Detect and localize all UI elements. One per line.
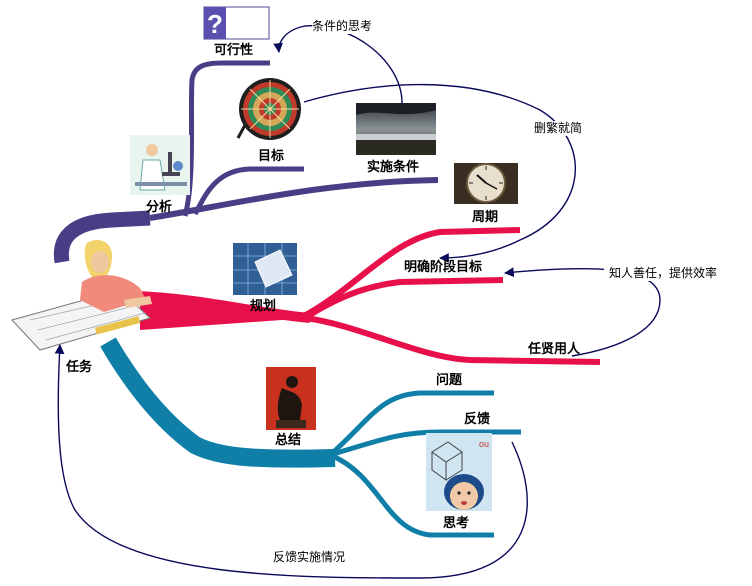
- connector-goal: [192, 166, 304, 216]
- blueprint-picture: [233, 243, 297, 295]
- relation-note-simplify: 删繁就简: [534, 121, 583, 136]
- node-problems: 问题: [436, 373, 463, 388]
- relation-note-conditions: 条件的思考: [312, 19, 373, 34]
- branch-analysis: [53, 60, 439, 264]
- relation-note-staffing: 知人善任，提供效率: [604, 266, 722, 281]
- relation-note-feedback: 反馈实施情况: [273, 550, 346, 565]
- node-conditions: 实施条件: [367, 160, 420, 175]
- connector-staffing: [304, 315, 601, 365]
- picture-caption: ou: [479, 439, 489, 449]
- connector-feedback: [329, 429, 521, 458]
- node-root: 任务: [66, 360, 93, 375]
- thinker-picture: [266, 367, 316, 430]
- dartboard-picture: [236, 78, 301, 140]
- drafting-woman-picture: [11, 240, 152, 351]
- node-planning: 规划: [250, 299, 277, 314]
- svg-text:?: ?: [207, 9, 223, 39]
- node-staffing: 任贤用人: [528, 342, 581, 357]
- clock-picture: [454, 163, 518, 204]
- relation-conditions-to-feasibility: [273, 25, 403, 104]
- question-mark-picture: ?: [203, 6, 270, 40]
- connector-conditions: [149, 177, 439, 221]
- relation-feedback-to-root: [54, 344, 528, 579]
- node-feasibility: 可行性: [214, 43, 254, 58]
- connector-problems: [328, 390, 494, 457]
- branch-planning: [134, 227, 601, 365]
- woman-thinking-picture: ou: [426, 433, 492, 511]
- relation-goal-to-stage-goal: [303, 83, 576, 263]
- connector-feasibility: [182, 60, 270, 217]
- node-analysis: 分析: [146, 200, 173, 215]
- relation-staffing-to-stage-goal: [504, 267, 661, 357]
- node-cycle: 周期: [472, 210, 499, 225]
- node-stage-goal: 明确阶段目标: [404, 260, 483, 275]
- branch-trunk-analysis: [53, 210, 151, 264]
- node-thinking: 思考: [443, 516, 470, 531]
- node-goal: 目标: [258, 149, 285, 164]
- landscape-picture: [356, 103, 436, 155]
- connector-thinking: [329, 452, 494, 538]
- scientist-picture: [130, 135, 190, 195]
- connector-stage-goal: [303, 277, 504, 321]
- node-feedback: 反馈: [464, 412, 491, 427]
- branch-summary: [100, 337, 521, 538]
- node-summary: 总结: [275, 433, 302, 448]
- branch-trunk-planning: [140, 300, 310, 330]
